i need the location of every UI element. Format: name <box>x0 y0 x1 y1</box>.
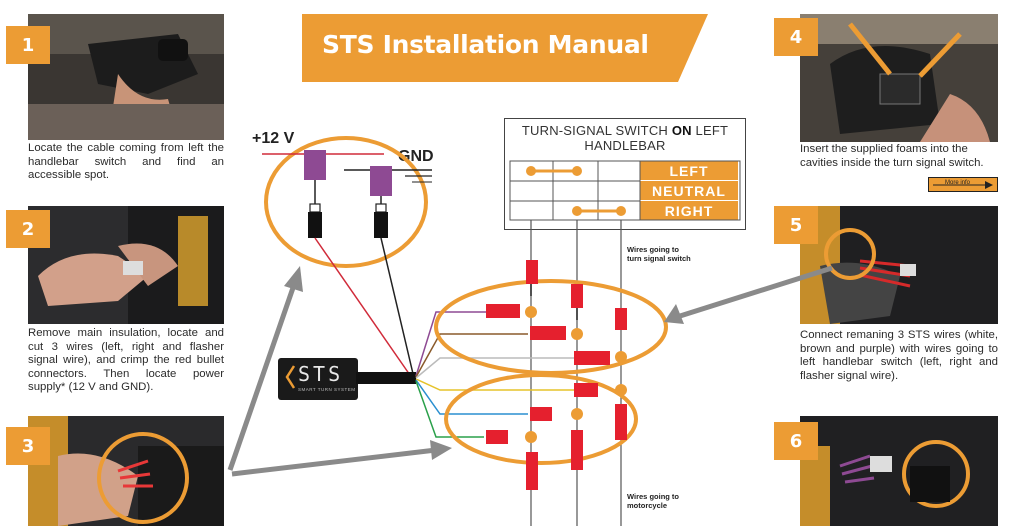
step-1-badge: 1 <box>6 26 50 64</box>
page-title: STS Installation Manual <box>322 30 649 59</box>
more-info-label: More info <box>945 180 971 186</box>
step-2-photo <box>28 206 224 324</box>
more-info-button[interactable]: More info <box>928 177 998 192</box>
step-4-photo <box>800 14 998 142</box>
step-2-badge: 2 <box>6 210 50 248</box>
title-banner <box>302 14 708 82</box>
switch-row-neutral: NEUTRAL <box>640 181 738 200</box>
arrow-right-icon <box>933 181 993 189</box>
step-3-badge: 3 <box>6 427 50 465</box>
switch-row-left: LEFT <box>640 161 738 180</box>
step-4-text: Insert the supplied foams into the cavit… <box>800 143 984 169</box>
step-5-badge: 5 <box>774 206 818 244</box>
step-2-text: Remove main insulation, locate and cut 3… <box>28 327 224 394</box>
step-5-photo <box>800 206 998 324</box>
switch-table-title: TURN-SIGNAL SWITCH ON LEFT HANDLEBAR <box>521 123 729 153</box>
step-6-badge: 6 <box>774 422 818 460</box>
plus-12v-label: +12 V <box>252 130 295 147</box>
switch-row-right: RIGHT <box>640 201 738 220</box>
step-1-photo <box>28 14 224 140</box>
step-4-badge: 4 <box>774 18 818 56</box>
sts-device: STS SMART TURN SYSTEM <box>278 358 358 400</box>
sts-subtitle: SMART TURN SYSTEM <box>298 387 356 392</box>
step-6-photo <box>800 416 998 526</box>
step-5-text: Connect remaning 3 STS wires (white, bro… <box>800 329 998 382</box>
step-3-photo <box>28 416 224 526</box>
sts-logo-text: STS <box>298 362 344 386</box>
sts-logo-chevron-icon <box>285 365 296 389</box>
step-1-text: Locate the cable coming from left the ha… <box>28 142 224 182</box>
